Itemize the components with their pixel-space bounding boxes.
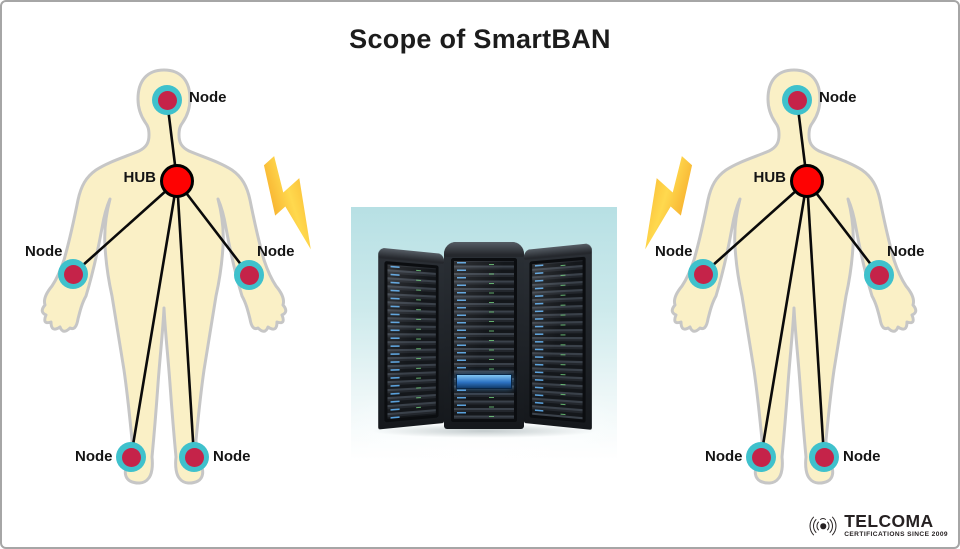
hub-marker: [160, 164, 194, 198]
logo-text-block: TELCOMA CERTIFICATIONS SINCE 2009: [844, 513, 948, 539]
node-core: [158, 91, 177, 110]
node-label-head: Node: [819, 89, 857, 107]
telcoma-logo: TELCOMA CERTIFICATIONS SINCE 2009: [804, 511, 948, 541]
server-tower-cap: [444, 242, 524, 257]
node-head: [782, 85, 812, 115]
node-core: [694, 265, 713, 284]
node-label-left-ankle: Node: [75, 448, 113, 466]
server-tower-right: [524, 243, 592, 430]
server-tower-face: [451, 258, 517, 422]
page-title: Scope of SmartBAN: [2, 24, 958, 55]
left-person-figure: Node HUB Node Node Node Node: [42, 68, 288, 491]
hub-label: HUB: [742, 169, 786, 187]
node-right-ankle: [179, 442, 209, 472]
node-core: [788, 91, 807, 110]
node-label-left-hand: Node: [25, 243, 63, 261]
node-right-hand: [864, 260, 894, 290]
node-right-hand: [234, 260, 264, 290]
node-left-hand: [688, 259, 718, 289]
node-core: [240, 266, 259, 285]
node-label-right-hand: Node: [887, 243, 925, 261]
server-rack-image: [351, 207, 617, 460]
node-core: [752, 448, 771, 467]
server-tower-face: [384, 261, 438, 422]
node-right-ankle: [809, 442, 839, 472]
node-core: [870, 266, 889, 285]
radio-dot: [820, 523, 826, 529]
node-label-right-ankle: Node: [843, 448, 881, 466]
node-head: [152, 85, 182, 115]
hub-label: HUB: [112, 169, 156, 187]
node-left-ankle: [116, 442, 146, 472]
node-label-right-ankle: Node: [213, 448, 251, 466]
node-label-left-ankle: Node: [705, 448, 743, 466]
node-core: [185, 448, 204, 467]
server-tower-center: [444, 242, 524, 429]
logo-brand: TELCOMA: [844, 513, 948, 531]
server-tower-face: [529, 257, 585, 423]
logo-tagline: CERTIFICATIONS SINCE 2009: [844, 532, 948, 539]
node-core: [64, 265, 83, 284]
node-left-ankle: [746, 442, 776, 472]
right-person-figure: Node HUB Node Node Node Node: [672, 68, 918, 491]
hub-marker: [790, 164, 824, 198]
node-label-head: Node: [189, 89, 227, 107]
server-tower-left: [378, 248, 444, 430]
node-core: [815, 448, 834, 467]
node-core: [122, 448, 141, 467]
node-left-hand: [58, 259, 88, 289]
server-display-bar: [456, 374, 512, 389]
radio-waves-icon: [804, 511, 842, 541]
